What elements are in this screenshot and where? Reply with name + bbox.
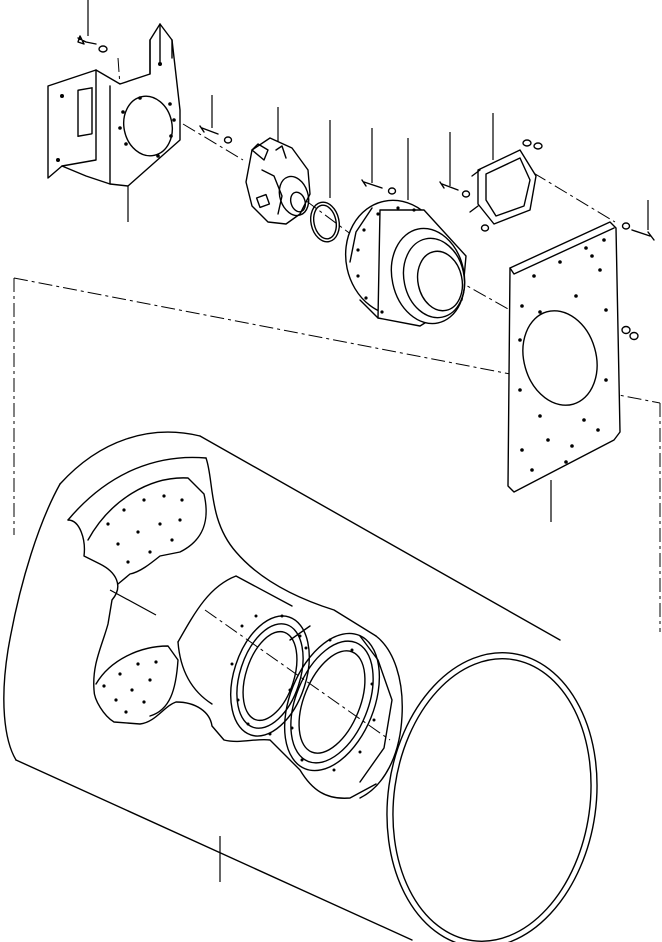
hydraulic-motor: [245, 137, 311, 225]
plate-nut: [621, 325, 639, 341]
cover-bolt: [439, 181, 490, 232]
motor-bolt: [199, 125, 233, 144]
cover-plate: [469, 139, 543, 225]
plate-bolt: [621, 222, 655, 241]
mounting-bracket: [47, 23, 181, 187]
flange-plate: [507, 221, 621, 493]
bracket-bolt: [77, 35, 97, 45]
bracket-lock-washer: [98, 45, 108, 53]
gearbox-bolt: [361, 179, 397, 195]
drum-drive-gearbox: [344, 199, 467, 327]
o-ring: [309, 201, 341, 243]
leader-lines: [87, 0, 649, 882]
drum-shell: [3, 431, 598, 942]
